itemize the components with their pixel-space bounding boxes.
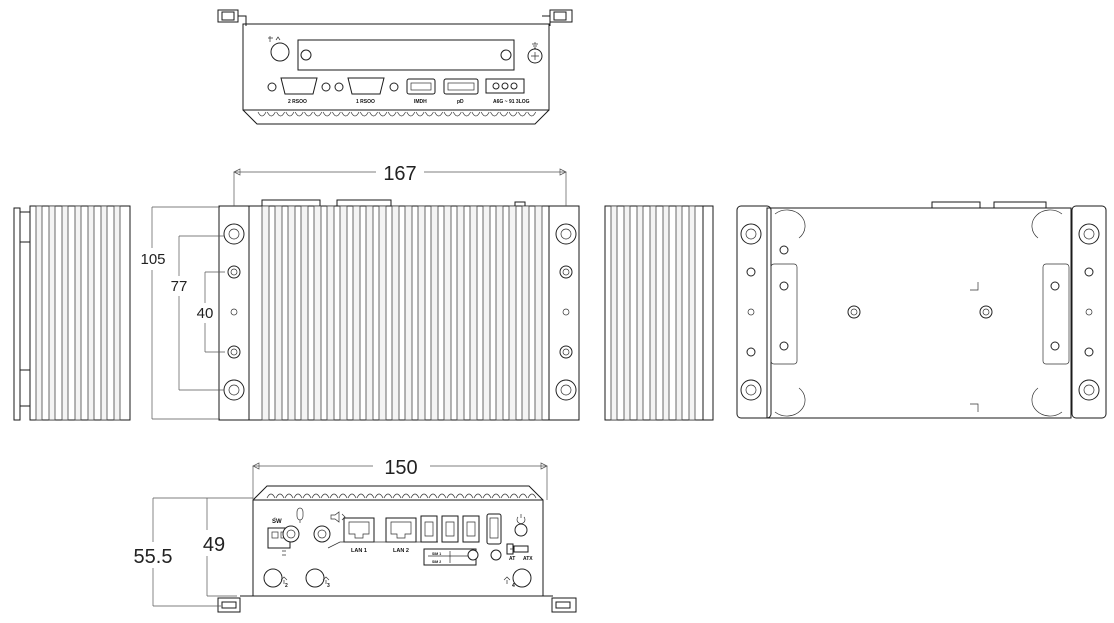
ground-icon xyxy=(527,42,543,64)
rear-panel-view: 2 RSOO 1 RSOO IMDH pD A6G ~ 91 3LOG xyxy=(217,9,573,125)
front-panel-view: SW LAN 1 LAN 2 SIM 1 SIM 2 A xyxy=(217,485,577,613)
dimension-167: 167 xyxy=(233,163,567,206)
label-hdmi: IMDH xyxy=(414,99,427,105)
dimension-150: 150 xyxy=(252,457,548,500)
dimension-77: 77 xyxy=(166,235,224,391)
dimension-105: 105 xyxy=(138,206,220,420)
label-dp: pD xyxy=(457,99,464,105)
dimension-49: 49 xyxy=(194,498,237,597)
label-power: A6G ~ 91 3LOG xyxy=(493,99,530,105)
dim-167-label: 167 xyxy=(383,163,416,185)
dim-55-5-label: 55.5 xyxy=(134,546,173,568)
label-com1: 1 RSOO xyxy=(356,99,375,105)
label-sw: SW xyxy=(272,519,282,525)
dim-49-label: 49 xyxy=(203,534,225,556)
rear-heatsink-fins xyxy=(257,111,537,117)
dim-150-label: 150 xyxy=(384,457,417,479)
power-connector xyxy=(485,78,525,94)
lan2-port xyxy=(385,517,417,543)
dimension-55-5: 55.5 xyxy=(124,497,253,607)
antenna-hole xyxy=(270,42,290,62)
microphone-icon xyxy=(296,507,304,523)
com2-port xyxy=(280,77,318,95)
label-at: AT xyxy=(509,556,515,562)
label-sim2: SIM 2 xyxy=(432,560,441,564)
power-icon xyxy=(516,514,526,524)
audio-out-icon xyxy=(330,511,346,523)
label-lan2: LAN 2 xyxy=(393,548,409,554)
antenna-icon xyxy=(280,576,511,584)
label-sim1: SIM 1 xyxy=(432,552,441,556)
top-view xyxy=(218,199,580,421)
sim-eject xyxy=(467,549,479,561)
label-atx: ATX xyxy=(523,556,533,562)
dim-40-label: 40 xyxy=(197,305,214,322)
label-lan1: LAN 1 xyxy=(351,548,367,554)
lan1-port xyxy=(343,517,375,543)
bottom-view xyxy=(736,201,1107,419)
power-button xyxy=(514,523,528,537)
hdmi-port xyxy=(406,78,436,95)
label-ant4: 4 xyxy=(512,583,515,589)
label-com2: 2 RSOO xyxy=(288,99,307,105)
side-view-left xyxy=(13,205,131,421)
label-ant2: 2 xyxy=(285,583,288,589)
dp-port xyxy=(443,78,479,95)
dim-105-label: 105 xyxy=(140,251,165,268)
dimension-40: 40 xyxy=(191,271,225,353)
com1-port xyxy=(347,77,385,95)
label-ant3: 3 xyxy=(327,583,330,589)
dim-77-label: 77 xyxy=(171,278,188,295)
side-view-right xyxy=(604,205,714,421)
antenna-icon xyxy=(268,36,281,42)
